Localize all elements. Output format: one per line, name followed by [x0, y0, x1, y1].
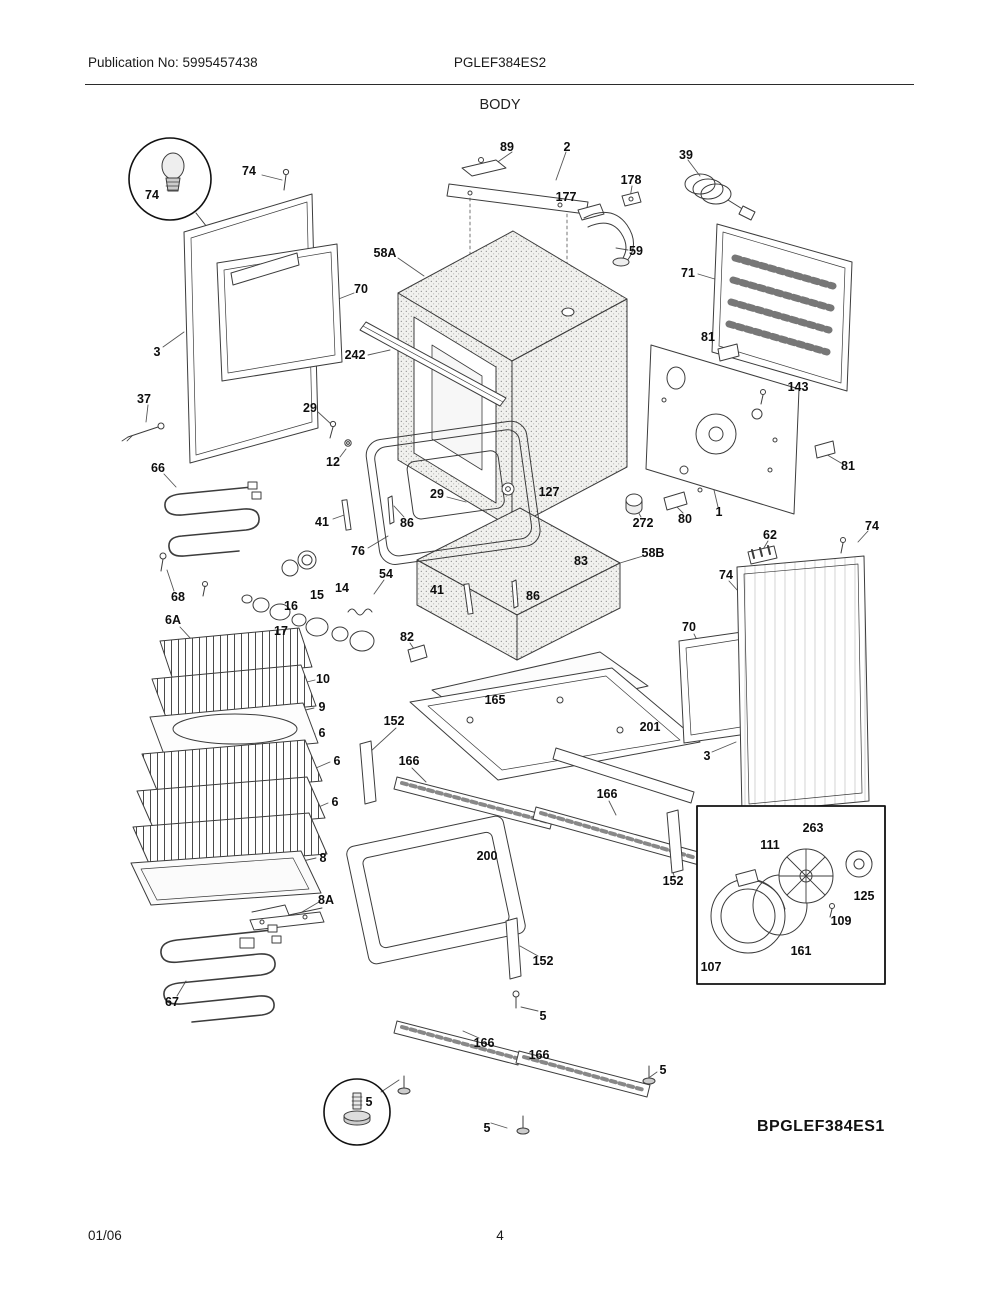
drawer-pan-8 [130, 850, 322, 906]
motor [845, 850, 873, 878]
screws-68-icon [159, 552, 208, 597]
right-side-panel [736, 555, 870, 814]
main-body-shell [397, 230, 628, 529]
rear-vent-panel [711, 223, 853, 392]
left-inner-panel [216, 243, 343, 382]
leveling-leg-inset [323, 1078, 391, 1146]
roller-parts [241, 550, 375, 652]
publication-number: Publication No: 5995457438 [88, 55, 258, 70]
bottom-rails [393, 1020, 651, 1098]
lower-liner [416, 507, 621, 661]
footer-date: 01/06 [88, 1228, 122, 1243]
footer-page-number: 4 [496, 1228, 504, 1243]
leveling-feet-icon [397, 990, 656, 1135]
misc-screws-icon [329, 420, 352, 447]
page-title: BODY [479, 97, 521, 113]
blower-assembly-inset [696, 805, 886, 985]
drawer-front-panel [346, 815, 526, 980]
fan-wheel [778, 848, 834, 904]
bracket-82 [407, 644, 428, 663]
oven-light-inset [128, 137, 219, 242]
inner-window-frame [406, 450, 515, 520]
bake-element [164, 481, 262, 557]
header-divider [85, 84, 914, 85]
power-cord [684, 173, 756, 221]
temperature-probe [121, 422, 165, 442]
broil-element [160, 924, 282, 1023]
door-gasket [365, 420, 541, 565]
drawing-code: BPGLEF384ES1 [757, 1118, 885, 1135]
model-number: PGLEF384ES2 [453, 55, 547, 70]
support-brackets-8a [249, 904, 325, 931]
hinge-hardware [341, 495, 519, 615]
rear-panel [645, 343, 836, 515]
base-frame [409, 667, 701, 804]
screw-74-top-icon [282, 168, 290, 191]
oven-handle [359, 321, 507, 407]
oven-rack-stack [130, 627, 328, 906]
